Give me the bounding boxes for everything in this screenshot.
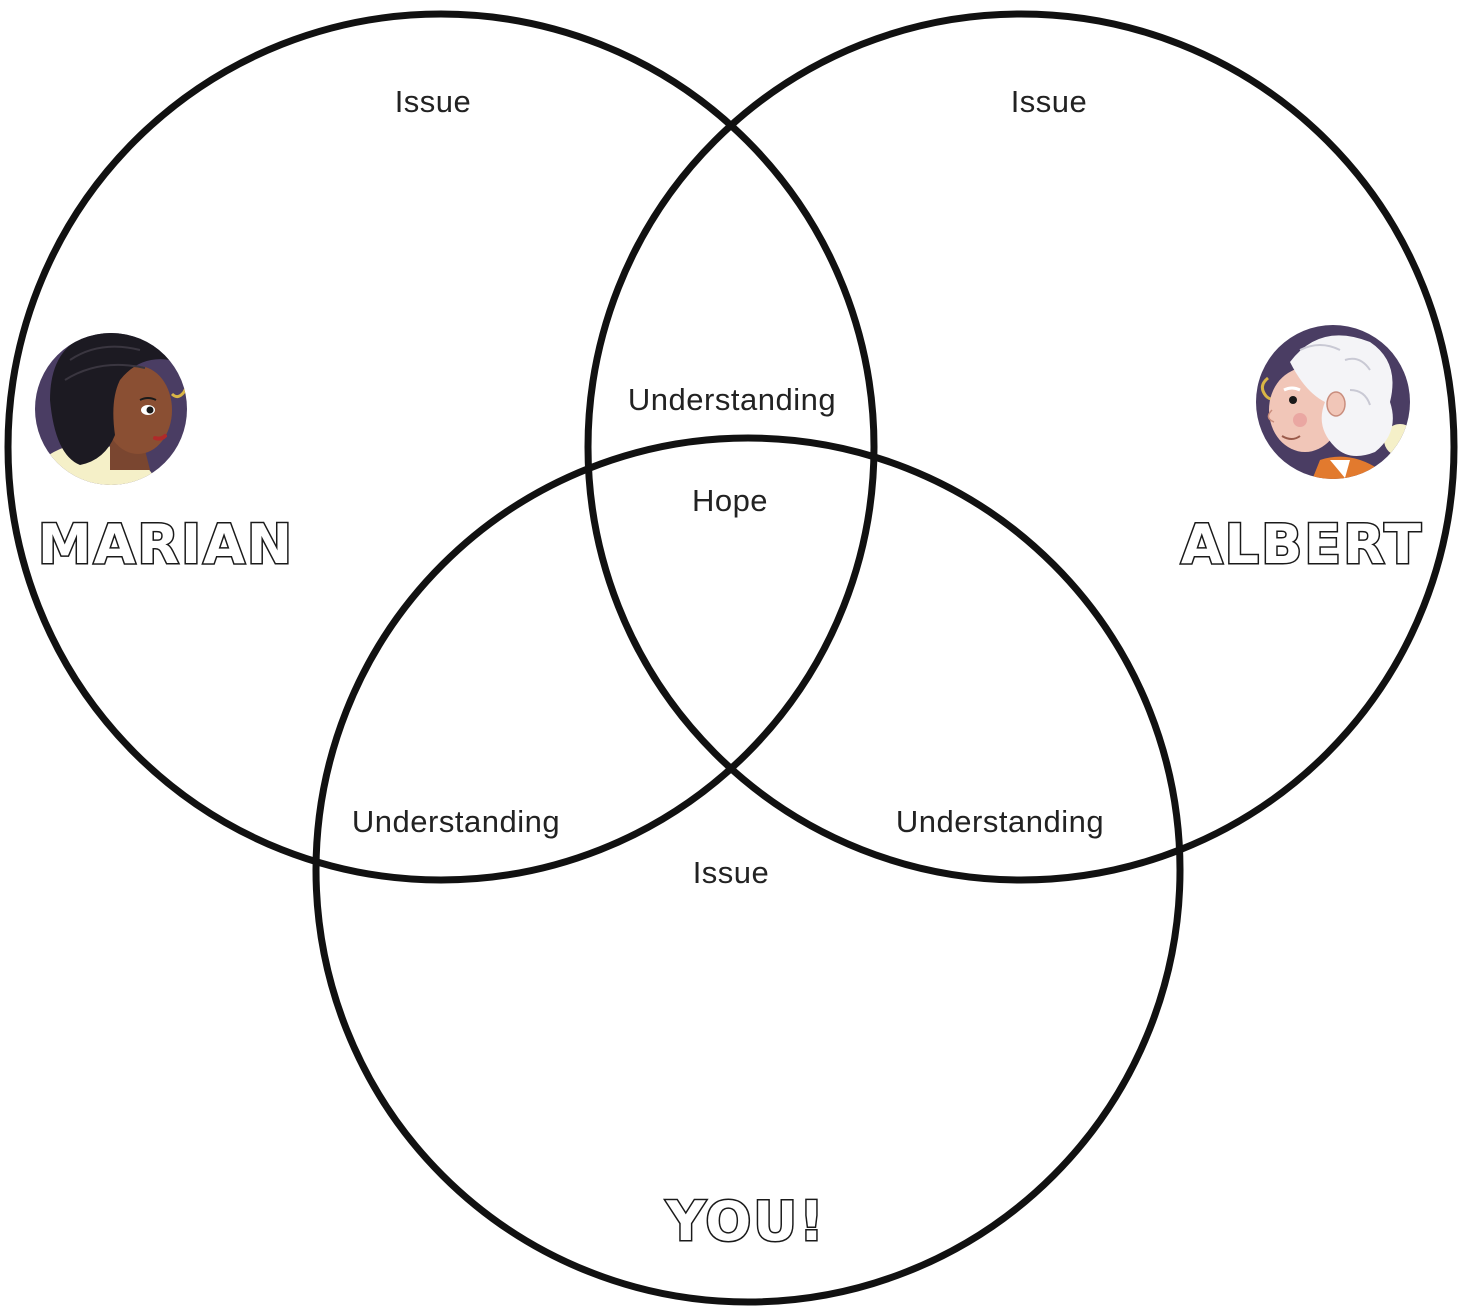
marian-issue-label: Issue [395,84,472,119]
marian-you-overlap-label: Understanding [352,804,560,839]
man-portrait-icon [1256,325,1416,510]
albert-name-title: ALBERT [1181,513,1423,576]
albert-issue-label: Issue [1011,84,1088,119]
albert-you-overlap-label: Understanding [896,804,1104,839]
you-name-title: YOU! [665,1190,826,1253]
you-issue-label: Issue [693,855,770,890]
marian-name-title: MARIAN [38,513,294,576]
woman-portrait-icon [20,330,187,530]
center-overlap-label: Hope [692,483,768,518]
marian-albert-overlap-label: Understanding [628,382,836,417]
